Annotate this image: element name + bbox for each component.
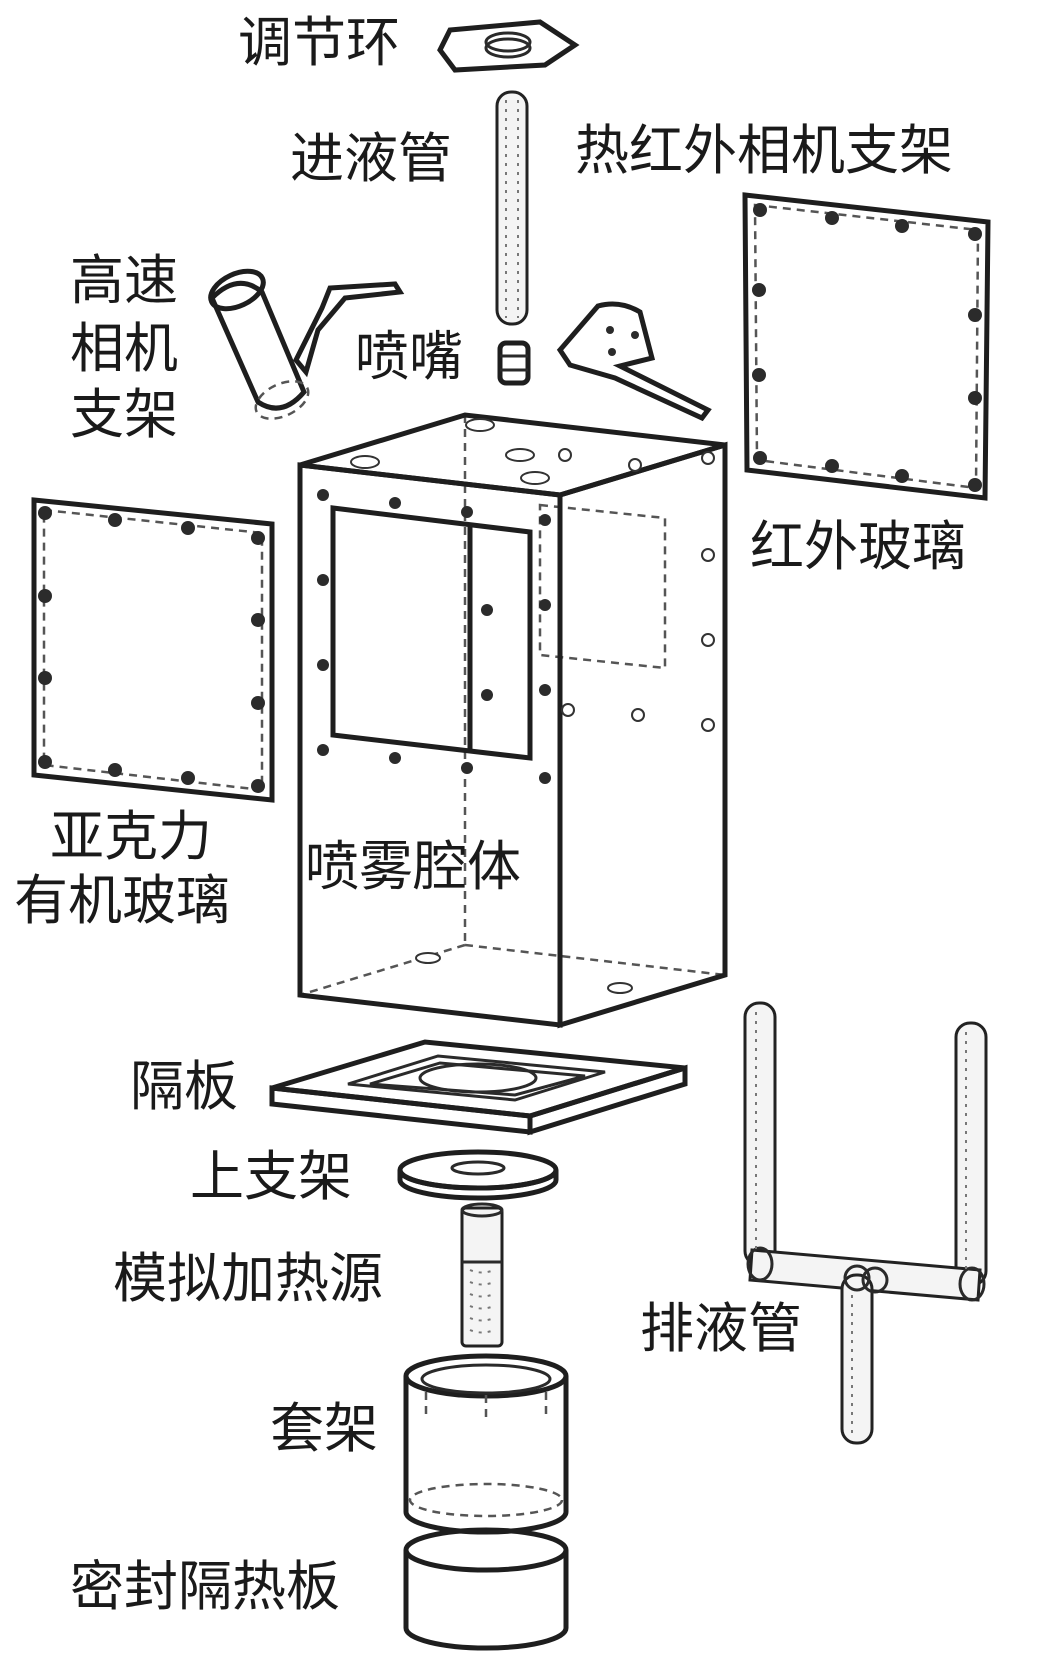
spray-chamber xyxy=(297,412,728,1029)
label-drain-pipe: 排液管 xyxy=(640,1297,802,1360)
label-heat-source: 模拟加热源 xyxy=(113,1247,383,1310)
simulated-heat-source xyxy=(460,1202,504,1348)
label-ir-glass: 红外玻璃 xyxy=(750,515,966,578)
nozzle xyxy=(497,340,531,386)
ir-glass-plate xyxy=(742,192,991,501)
label-nozzle: 喷嘴 xyxy=(355,325,463,388)
label-ir-camera-mount: 热红外相机支架 xyxy=(575,119,953,182)
drain-pipe xyxy=(743,1001,988,1445)
sleeve xyxy=(403,1353,569,1535)
label-upper-support: 上支架 xyxy=(190,1145,352,1208)
label-hs-camera-mount-line3: 支架 xyxy=(70,383,178,446)
label-hs-camera-mount-line1: 高速 xyxy=(70,249,178,312)
label-acrylic-line1: 亚克力 xyxy=(50,805,212,868)
label-seal-plate: 密封隔热板 xyxy=(70,1555,340,1618)
partition-plate xyxy=(269,1039,688,1136)
label-spray-chamber: 喷雾腔体 xyxy=(305,835,521,898)
label-hs-camera-mount-line2: 相机 xyxy=(70,317,178,380)
label-sleeve: 套架 xyxy=(270,1397,378,1460)
label-acrylic-line2: 有机玻璃 xyxy=(14,869,230,932)
adjust-ring xyxy=(437,19,580,73)
upper-support xyxy=(397,1149,559,1201)
inlet-pipe xyxy=(495,90,529,326)
seal-insulation-plate xyxy=(403,1527,569,1651)
acrylic-plate xyxy=(31,497,275,803)
high-speed-camera-mount xyxy=(208,268,405,420)
ir-camera-mount-bracket xyxy=(556,301,712,422)
label-inlet-pipe: 进液管 xyxy=(290,127,452,190)
label-adjust-ring: 调节环 xyxy=(238,11,400,74)
label-partition: 隔板 xyxy=(130,1055,238,1118)
